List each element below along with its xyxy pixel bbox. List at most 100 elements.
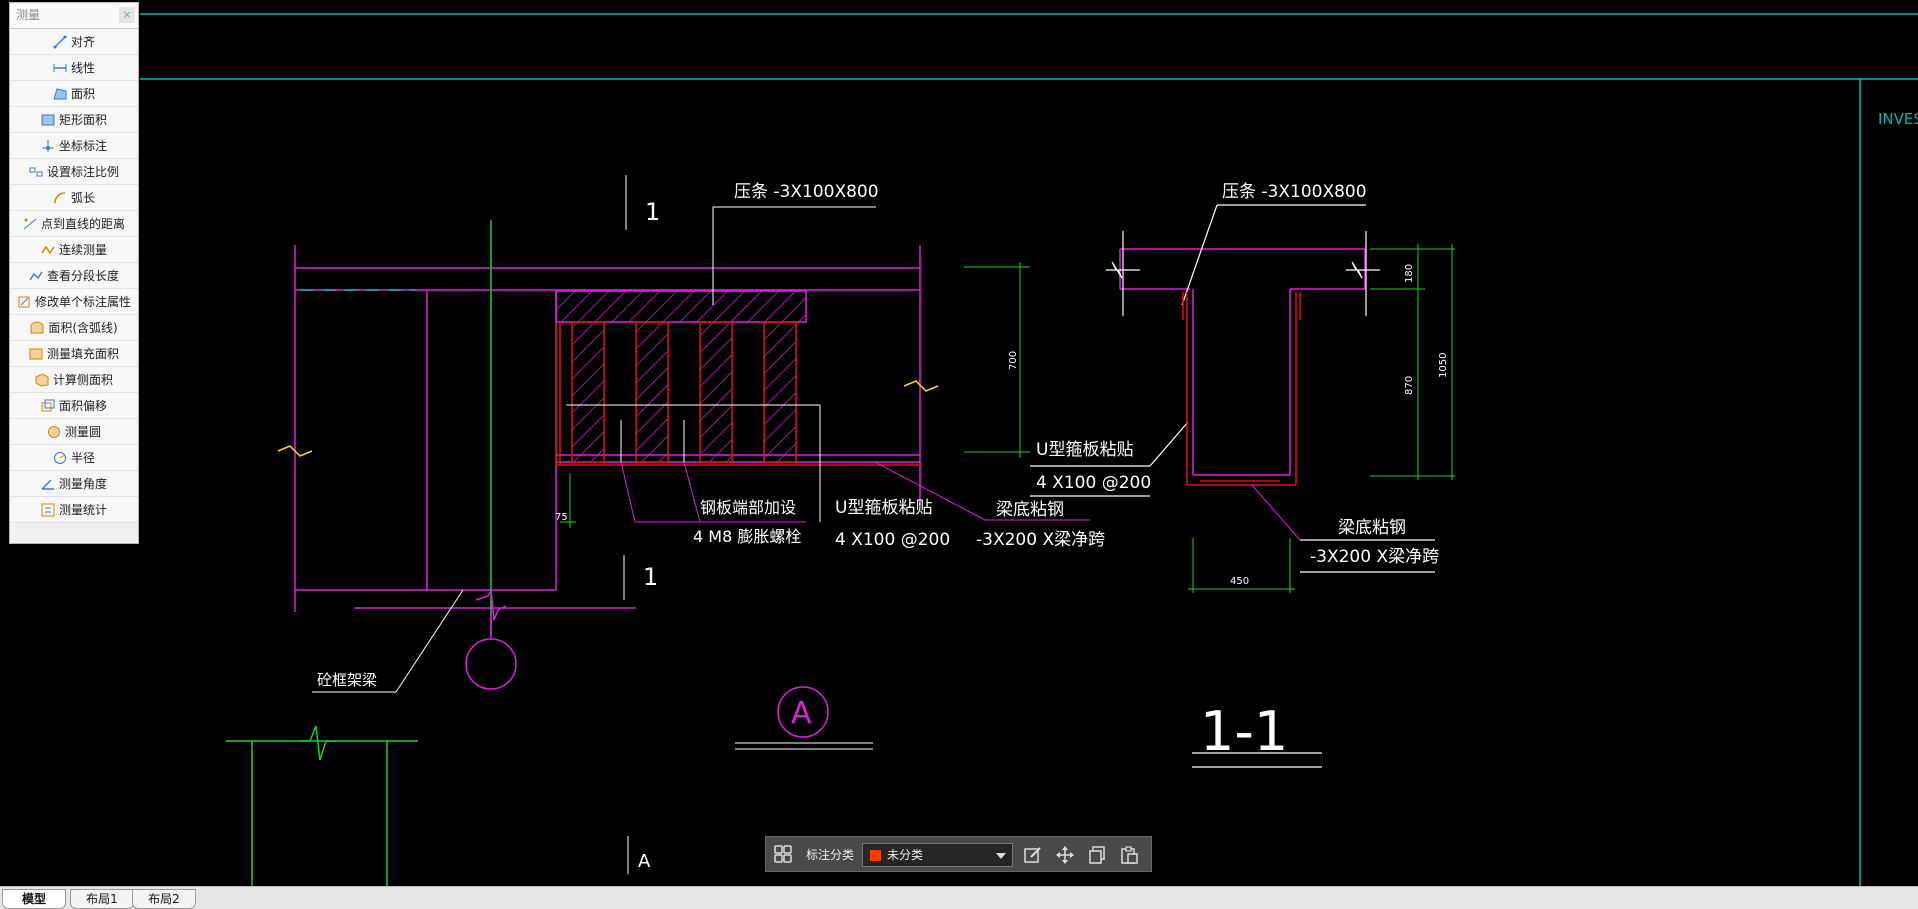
move-icon[interactable] [1055, 845, 1075, 865]
edit-annotation-icon [18, 296, 30, 307]
dim-180: 180 [1404, 264, 1415, 283]
edit-icon[interactable] [1023, 845, 1043, 865]
measure-tool-label: 设置标注比例 [46, 165, 119, 179]
point-line-icon [23, 218, 37, 229]
measure-tool-item[interactable]: 线性 [10, 55, 138, 81]
measure-panel: 测量 × 对齐线性面积矩形面积坐标标注设置标注比例弧长点到直线的距离连续测量查看… [9, 2, 139, 544]
measure-tool-item[interactable]: 矩形面积 [10, 107, 138, 133]
measure-tool-item[interactable]: 面积偏移 [10, 393, 138, 419]
measure-panel-title: 测量 [16, 8, 41, 22]
rect-area-icon [41, 114, 55, 125]
annotation-category-value: 未分类 [887, 848, 924, 862]
segment-length-icon [29, 271, 43, 280]
measure-tool-item[interactable]: 面积(含弧线) [10, 315, 138, 341]
label-frame-beam: 砼框架梁 [317, 671, 377, 689]
dim-450: 450 [1230, 576, 1249, 587]
fill-area-icon [29, 348, 43, 359]
arc-area-icon [30, 321, 44, 333]
section-mark-1-bottom: 1 [643, 563, 658, 591]
dim-870: 870 [1404, 376, 1415, 395]
measure-tool-item[interactable]: 坐标标注 [10, 133, 138, 159]
measure-tool-label: 半径 [70, 451, 95, 465]
measure-tool-label: 矩形面积 [58, 113, 107, 127]
angle-icon [41, 478, 54, 490]
measure-tool-item[interactable]: 测量填充面积 [10, 341, 138, 367]
beam-elevation: 700 75 [226, 175, 1090, 886]
measure-tool-label: 面积偏移 [58, 399, 107, 413]
side-area-icon [35, 372, 49, 387]
measure-tool-label: 测量圆 [64, 425, 101, 439]
measure-tool-item[interactable]: 查看分段长度 [10, 263, 138, 289]
dim-1050: 1050 [1438, 353, 1449, 378]
label-plate-2: 4 M8 膨胀螺栓 [693, 527, 801, 546]
measure-tool-list: 对齐线性面积矩形面积坐标标注设置标注比例弧长点到直线的距离连续测量查看分段长度修… [10, 29, 138, 523]
statistics-icon [41, 503, 55, 516]
measure-tool-label: 面积 [70, 87, 95, 101]
section-title: 1-1 [1200, 700, 1288, 763]
dim-75: 75 [555, 512, 568, 523]
label-beam-bottom-right-1: 梁底粘钢 [1338, 518, 1406, 538]
label-u-strap-right-2: 4 X100 @200 [1036, 473, 1151, 493]
cad-drawing-canvas[interactable]: INVES [0, 0, 1918, 886]
measure-tool-item[interactable]: 连续测量 [10, 237, 138, 263]
measure-tool-item[interactable]: 对齐 [10, 29, 138, 55]
measure-tool-item[interactable]: 修改单个标注属性 [10, 289, 138, 315]
measure-tool-label: 对齐 [70, 35, 95, 49]
chevron-down-icon [996, 853, 1006, 859]
measure-tool-label: 连续测量 [58, 243, 107, 257]
measure-tool-label: 修改单个标注属性 [34, 295, 131, 309]
measure-tool-label: 面积(含弧线) [48, 321, 118, 335]
align-measure-icon [53, 35, 67, 48]
label-beam-bottom-left-2: -3X200 X梁净跨 [976, 530, 1105, 550]
continuous-measure-icon [41, 245, 55, 254]
coordinate-icon [41, 139, 54, 152]
category-color-swatch [870, 850, 881, 861]
layout-tab[interactable]: 布局1 [70, 889, 134, 909]
measure-tool-item[interactable]: 测量统计 [10, 497, 138, 523]
measure-tool-label: 测量角度 [58, 477, 107, 491]
area-offset-icon [41, 399, 55, 411]
measure-tool-label: 弧长 [70, 191, 95, 205]
paste-icon[interactable] [1119, 845, 1139, 865]
measure-tool-item[interactable]: 计算侧面积 [10, 367, 138, 393]
label-u-strap-left-1: U型箍板粘贴 [835, 498, 932, 518]
measure-tool-item[interactable]: 半径 [10, 445, 138, 471]
circle-measure-icon [47, 425, 60, 438]
label-beam-bottom-left-1: 梁底粘钢 [996, 500, 1064, 520]
layout-tab[interactable]: 模型 [2, 889, 66, 909]
measure-tool-item[interactable]: 面积 [10, 81, 138, 107]
annotation-category-label: 标注分类 [806, 848, 855, 862]
measure-panel-title-bar: 测量 × [10, 3, 138, 29]
label-u-strap-right-1: U型箍板粘贴 [1036, 440, 1133, 460]
close-icon[interactable]: × [119, 7, 135, 23]
annotation-category-select[interactable]: 未分类 [862, 843, 1013, 867]
layout-tab[interactable]: 布局2 [132, 889, 196, 909]
label-press-right: 压条 -3X100X800 [1222, 182, 1367, 202]
label-plate-1: 钢板端部加设 [700, 498, 796, 517]
measure-tool-item[interactable]: 点到直线的距离 [10, 211, 138, 237]
linear-measure-icon [53, 63, 67, 72]
measure-tool-label: 测量统计 [58, 503, 107, 517]
grid-icon[interactable] [774, 845, 792, 863]
measure-tool-label: 线性 [70, 61, 95, 75]
measure-tool-item[interactable]: 测量圆 [10, 419, 138, 445]
measure-tool-item[interactable]: 测量角度 [10, 471, 138, 497]
label-u-strap-left-2: 4 X100 @200 [835, 530, 950, 550]
label-beam-bottom-right-2: -3X200 X梁净跨 [1310, 547, 1439, 567]
area-icon [53, 87, 67, 99]
scale-icon [29, 167, 43, 176]
copy-icon[interactable] [1087, 845, 1107, 865]
measure-tool-label: 查看分段长度 [46, 269, 119, 283]
drawing-frame [140, 13, 1918, 886]
dim-700: 700 [1008, 351, 1019, 370]
measure-tool-item[interactable]: 弧长 [10, 185, 138, 211]
radius-icon [53, 451, 66, 464]
label-press-left: 压条 -3X100X800 [734, 182, 879, 202]
section-mark-1-top: 1 [645, 198, 660, 226]
section-1-1 [1030, 204, 1455, 768]
measure-tool-item[interactable]: 设置标注比例 [10, 159, 138, 185]
arc-length-icon [54, 191, 66, 203]
measure-tool-label: 坐标标注 [58, 139, 107, 153]
measure-tool-label: 测量填充面积 [46, 347, 119, 361]
